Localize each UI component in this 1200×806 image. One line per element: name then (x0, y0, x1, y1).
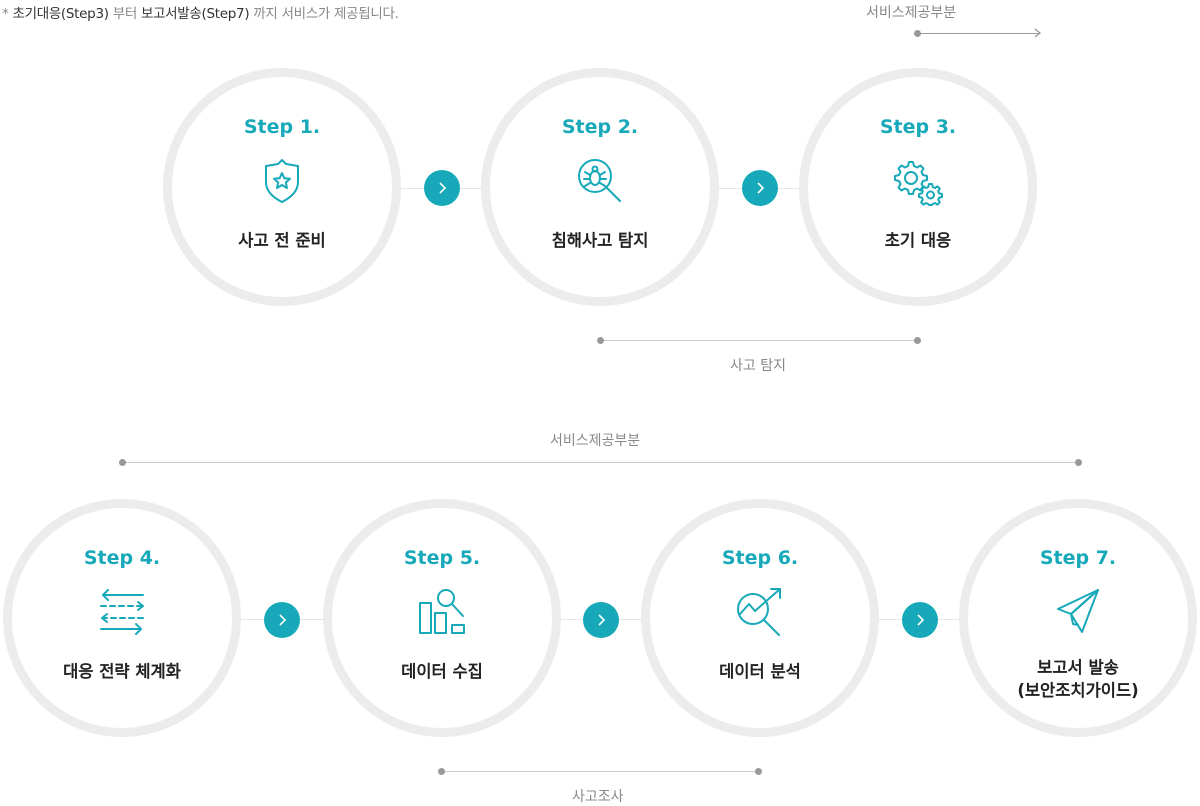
step-5-title: Step 5. (403, 547, 481, 569)
chevron-right-icon (279, 614, 287, 626)
step-5-circle: Step 5. 데이터 수집 (323, 499, 561, 737)
step-2-label: 침해사고 탐지 (551, 231, 649, 250)
step-3-circle: Step 3. 초기 대응 (799, 68, 1037, 306)
service-top-label: 서비스제공부분 (866, 5, 957, 21)
trend-search-icon (735, 587, 785, 637)
step-3-title: Step 3. (879, 116, 957, 138)
next-arrow-button[interactable] (583, 602, 619, 638)
chart-search-icon (417, 587, 467, 637)
chevron-right-icon (439, 182, 447, 194)
step-6-title: Step 6. (721, 547, 799, 569)
step-7-label: 보고서 발송 (보안조치가이드) (968, 656, 1188, 702)
bracket-end-dot (1075, 459, 1082, 466)
step-6-label: 데이터 분석 (719, 662, 801, 681)
step-7-label-line1: 보고서 발송 (1037, 658, 1119, 677)
arrow-right-icon (1034, 28, 1042, 38)
step-7-circle: Step 7. 보고서 발송 (보안조치가이드) (959, 499, 1197, 737)
chevron-right-icon (917, 614, 925, 626)
step-3-label: 초기 대응 (884, 231, 952, 250)
bracket-end-dot (914, 337, 921, 344)
next-arrow-button[interactable] (264, 602, 300, 638)
next-arrow-button[interactable] (742, 170, 778, 206)
shield-star-icon (257, 156, 307, 206)
service-mid-label: 서비스제공부분 (550, 433, 641, 449)
note-initial-response: 초기대응(Step3) (12, 6, 109, 22)
step-7-title: Step 7. (1039, 547, 1117, 569)
chevron-right-icon (757, 182, 765, 194)
next-arrow-button[interactable] (902, 602, 938, 638)
step-7-label-line2: (보안조치가이드) (1017, 681, 1139, 700)
note-tail: 까지 서비스가 제공됩니다. (249, 6, 399, 22)
note-report-send: 보고서발송(Step7) (140, 6, 250, 22)
service-mid-bracket (119, 459, 1082, 466)
note-asterisk: * (2, 6, 13, 22)
step-4-circle: Step 4. 대응 전략 체계화 (3, 499, 241, 737)
bracket-start-dot (914, 30, 921, 37)
step-4-title: Step 4. (83, 547, 161, 569)
bug-search-icon (575, 156, 625, 206)
step-1-title: Step 1. (243, 116, 321, 138)
bracket-start-dot (438, 768, 445, 775)
service-note: * 초기대응(Step3) 부터 보고서발송(Step7) 까지 서비스가 제공… (2, 2, 399, 22)
step-5-label: 데이터 수집 (401, 662, 483, 681)
gears-icon (893, 156, 943, 206)
step-1-label: 사고 전 준비 (238, 231, 326, 250)
note-from: 부터 (108, 6, 141, 22)
detect-bracket (597, 337, 921, 344)
step-2-title: Step 2. (561, 116, 639, 138)
exchange-arrows-icon (97, 587, 147, 637)
bracket-end-dot (755, 768, 762, 775)
paper-plane-icon (1053, 587, 1103, 637)
investigate-label: 사고조사 (572, 789, 624, 805)
step-1-circle: Step 1. 사고 전 준비 (163, 68, 401, 306)
investigate-bracket (438, 768, 762, 775)
step-6-circle: Step 6. 데이터 분석 (641, 499, 879, 737)
bracket-start-dot (597, 337, 604, 344)
detect-label: 사고 탐지 (730, 358, 786, 374)
step-4-label: 대응 전략 체계화 (63, 662, 181, 681)
service-top-bracket (914, 28, 1042, 38)
next-arrow-button[interactable] (424, 170, 460, 206)
bracket-start-dot (119, 459, 126, 466)
step-2-circle: Step 2. 침해사고 탐지 (481, 68, 719, 306)
chevron-right-icon (598, 614, 606, 626)
